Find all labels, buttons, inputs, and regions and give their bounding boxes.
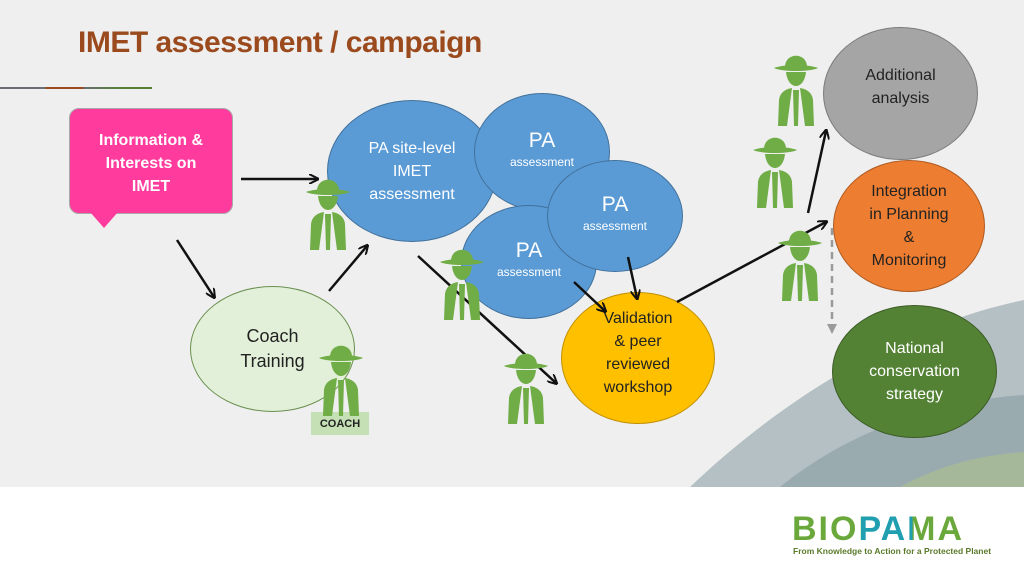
pa-sub: assessment [509, 155, 575, 169]
integration-node: Integration in Planning & Monitoring [833, 160, 985, 292]
info-callout: Information & Interests on IMET [69, 108, 233, 214]
arrow-info-to-coach [175, 239, 214, 297]
pa-sub: assessment [496, 265, 562, 279]
ranger-icon [319, 345, 363, 416]
coach-training-line: Coach [246, 326, 299, 346]
pa-site-line: IMET [392, 162, 432, 180]
validation-workshop-node: Validation & peer reviewed workshop [561, 292, 715, 424]
coach-tag: COACH [311, 412, 369, 435]
ranger-icon [306, 179, 350, 250]
pa-site-line: assessment [369, 185, 455, 203]
additional-analysis-node: Additional analysis [823, 27, 978, 160]
ranger-icon [778, 230, 822, 301]
validation-line: Validation [603, 310, 673, 327]
validation-line: workshop [603, 379, 673, 396]
arrow-pa3-to-validation [573, 281, 605, 311]
ranger-icon [774, 55, 818, 126]
pa-title: PA [601, 193, 629, 216]
pa-assessment-node-2: PA assessment [547, 160, 683, 272]
coach-training-line: Training [240, 351, 305, 371]
pa-title: PA [515, 239, 543, 262]
pa-sub: assessment [582, 219, 648, 233]
pa-site-line: PA site-level [368, 139, 456, 157]
integration-line: & [903, 229, 915, 246]
pa-title: PA [528, 129, 556, 152]
arrow-coach-to-pa-site [328, 246, 367, 292]
validation-line: & peer [614, 333, 662, 350]
ranger-icon [753, 137, 797, 208]
additional-line: analysis [871, 89, 930, 107]
biopama-logo: BIOPAMA [792, 510, 965, 548]
national-strategy-node: National conservation strategy [832, 305, 997, 438]
validation-line: reviewed [605, 356, 671, 373]
national-line: National [885, 340, 944, 357]
integration-line: Monitoring [871, 252, 947, 269]
additional-line: Additional [865, 66, 936, 84]
arrow-integration-to-additional [806, 131, 826, 214]
integration-line: Integration [871, 183, 947, 200]
integration-line: in Planning [869, 206, 949, 223]
arrow-pa2-to-validation [626, 256, 637, 298]
title-underline [0, 87, 152, 89]
page-title: IMET assessment / campaign [78, 26, 482, 59]
national-line: conservation [869, 363, 960, 380]
biopama-tagline: From Knowledge to Action for a Protected… [793, 546, 992, 556]
footer-background [0, 487, 1024, 576]
ranger-icon [504, 353, 548, 424]
national-line: strategy [886, 386, 943, 403]
info-callout-tail [90, 212, 118, 228]
info-callout-text: Information & Interests on IMET [99, 132, 203, 195]
ranger-icon [440, 249, 484, 320]
